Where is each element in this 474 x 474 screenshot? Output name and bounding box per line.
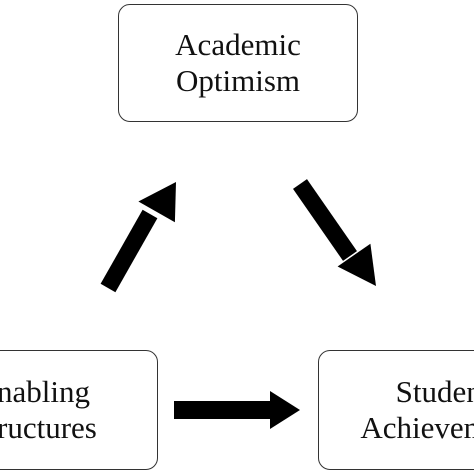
node-label-line1: Academic <box>175 27 301 63</box>
arrow-enabling-to-optimism <box>100 182 176 293</box>
arrow-head <box>138 182 176 223</box>
arrow-optimism-to-achievement <box>293 179 376 286</box>
arrow-shaft <box>100 209 158 293</box>
arrow-enabling-to-achievement <box>174 391 300 429</box>
node-label-line2: Structures <box>0 410 97 445</box>
node-student-achievement: Student Achievement <box>318 350 474 470</box>
node-label-line1: Student <box>395 374 474 410</box>
arrow-head <box>337 243 376 286</box>
arrow-shaft <box>293 179 357 261</box>
node-academic-optimism: Academic Optimism <box>118 4 358 122</box>
node-label-line1: Enabling <box>0 374 90 410</box>
node-enabling-structures: Enabling Structures <box>0 350 158 470</box>
arrow-head <box>270 391 300 429</box>
node-label-line2: Optimism <box>175 63 300 98</box>
node-label-line2: Achievement <box>360 410 474 445</box>
